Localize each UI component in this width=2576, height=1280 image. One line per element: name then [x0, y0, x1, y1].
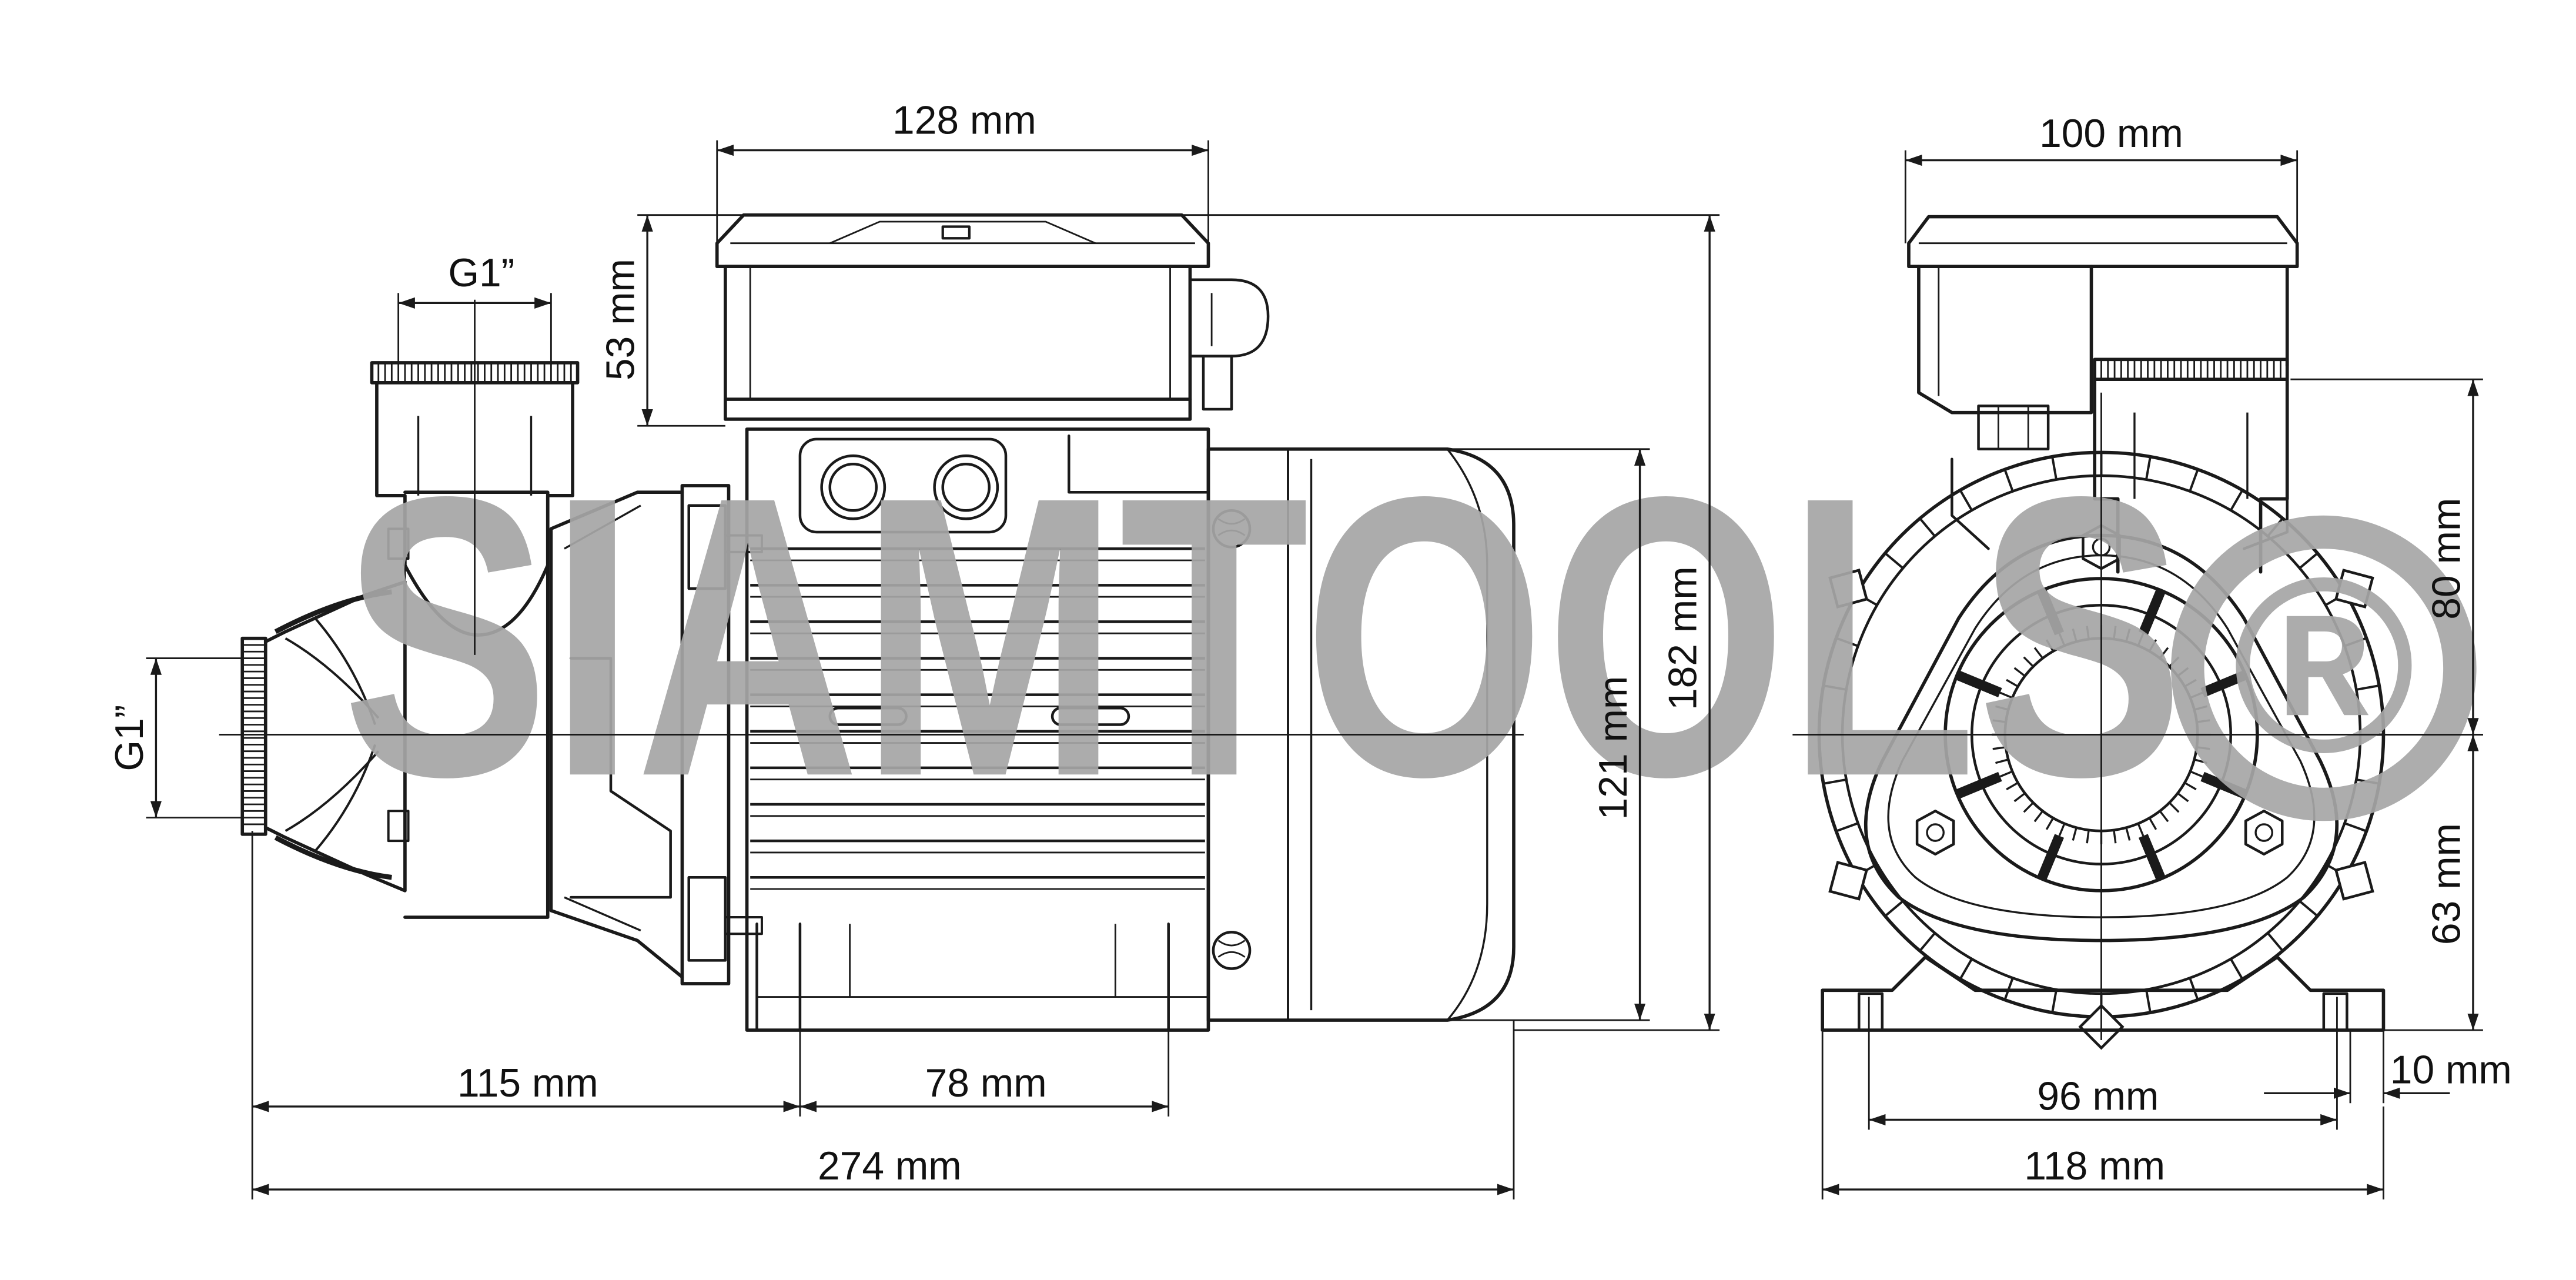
drawing-line	[2356, 684, 2380, 691]
dim-outlet-height: 80 mm	[2424, 498, 2468, 620]
front-terminal-box	[1907, 215, 2299, 415]
drawing-line	[1884, 900, 1904, 917]
motor-body	[745, 427, 1252, 1032]
drawing-line	[2023, 802, 2034, 813]
front-feet	[1821, 955, 2386, 1130]
dim-total-length: 274 mm	[818, 1144, 962, 1188]
drawing-line	[2344, 637, 2367, 647]
dim-foot-hole-span: 96 mm	[2037, 1075, 2159, 1119]
drawing-line	[1999, 691, 2013, 699]
dim-total-height: 182 mm	[1661, 566, 1705, 710]
drawing-line	[2013, 667, 2026, 677]
drawing-line	[2013, 792, 2026, 803]
drawing-line	[2299, 552, 2319, 569]
drawing-line	[2086, 830, 2090, 844]
watermark-text: SIAMTOOLS	[342, 414, 2184, 859]
drawing-line	[2006, 781, 2019, 791]
watermark: SIAMTOOLS ®	[342, 414, 2477, 859]
drawing-line	[1995, 758, 2009, 764]
drawing-line	[2230, 489, 2244, 511]
drawing-line	[1835, 637, 1859, 647]
flange-bolt-tab	[1828, 569, 1869, 609]
drawing-line	[2045, 817, 2055, 830]
dim-front-box-width: 100 mm	[2039, 112, 2183, 156]
drawing-line	[2072, 827, 2077, 841]
drawing-line	[1823, 778, 1847, 785]
drawing-line	[2006, 679, 2019, 688]
front-dimensions: 100 mm 80 mm 63 mm 10 mm 96 mm 118 mm	[1821, 112, 2512, 1200]
flange-bolt-tab	[2334, 861, 2374, 901]
drawing-line	[2189, 469, 2199, 492]
terminal-box	[715, 213, 1270, 421]
drawing-line	[2267, 932, 2284, 952]
drawing-line	[1999, 770, 2013, 778]
drawing-line	[2113, 626, 2117, 640]
dim-inlet-thread: G1”	[108, 705, 152, 771]
center-lines	[219, 299, 2483, 1040]
drawing-line	[1823, 684, 1847, 691]
drawing-line	[1992, 719, 2006, 723]
drawing-line	[1955, 670, 2002, 697]
drawing-line	[2033, 810, 2044, 823]
drawing-line	[2138, 588, 2166, 636]
dim-top-width: 128 mm	[892, 98, 1036, 142]
drawing-line	[2125, 827, 2131, 841]
watermark-symbol: ®	[2232, 526, 2416, 804]
drawing-line	[2299, 900, 2319, 917]
drawing-line	[2003, 469, 2014, 492]
drawing-line	[2037, 588, 2065, 636]
drawing-line	[2045, 639, 2055, 652]
drawing-line	[2159, 810, 2169, 823]
drawing-line	[2037, 834, 2065, 881]
flange-bolt-tab	[2334, 569, 2374, 609]
drawing-line	[2137, 823, 2145, 837]
drawing-line	[2177, 792, 2189, 803]
drawing-line	[2138, 834, 2166, 881]
drawing-line	[2230, 958, 2244, 980]
drawing-line	[2051, 456, 2058, 480]
drawing-line	[2072, 629, 2077, 642]
drawing-line	[2058, 633, 2066, 646]
side-dimensions: 128 mm 53 mm G1” G1” 121 mm 182 mm	[108, 98, 1720, 1200]
drawing-line	[2200, 670, 2247, 697]
dim-foot-span: 78 mm	[925, 1061, 1047, 1105]
drawing-line	[1959, 489, 1973, 511]
drawing-line	[1995, 705, 2009, 711]
drawing-line	[2137, 633, 2145, 646]
drawing-line	[2058, 823, 2066, 837]
drawing-line	[2148, 817, 2157, 830]
drawing-line	[1835, 822, 1859, 833]
drawing-line	[1992, 746, 2006, 750]
drawing-line	[2113, 830, 2117, 844]
drawing-line	[2169, 802, 2180, 813]
drawing-line	[2148, 639, 2157, 652]
drawing-line	[2190, 770, 2203, 778]
drawing-line	[2023, 656, 2034, 667]
drawing-line	[1955, 771, 2002, 799]
drawing-line	[2051, 989, 2058, 1013]
dim-inlet-to-foot: 115 mm	[457, 1061, 598, 1105]
drawing-line	[2184, 781, 2197, 791]
drawing-line	[1884, 552, 1904, 569]
dim-box-height: 53 mm	[599, 259, 643, 380]
drawing-line	[1919, 517, 1936, 537]
dim-axis-height: 63 mm	[2424, 823, 2468, 945]
drawing-line	[2125, 629, 2131, 642]
drawing-line	[2159, 647, 2169, 659]
dim-motor-height: 121 mm	[1591, 676, 1635, 820]
drawing-line	[1919, 932, 1936, 952]
dim-foot-slot: 10 mm	[2390, 1048, 2512, 1092]
drawing-line	[2086, 626, 2090, 640]
drawing-line	[2145, 989, 2152, 1013]
dim-outlet-thread: G1”	[448, 251, 514, 295]
dim-front-foot-width: 118 mm	[2024, 1144, 2165, 1188]
drawing-line	[1959, 958, 1973, 980]
drawing-line	[2033, 647, 2044, 659]
flange-bolt-tab	[1828, 861, 1869, 901]
drawing-line	[2145, 456, 2152, 480]
drawing-line	[2344, 822, 2367, 833]
